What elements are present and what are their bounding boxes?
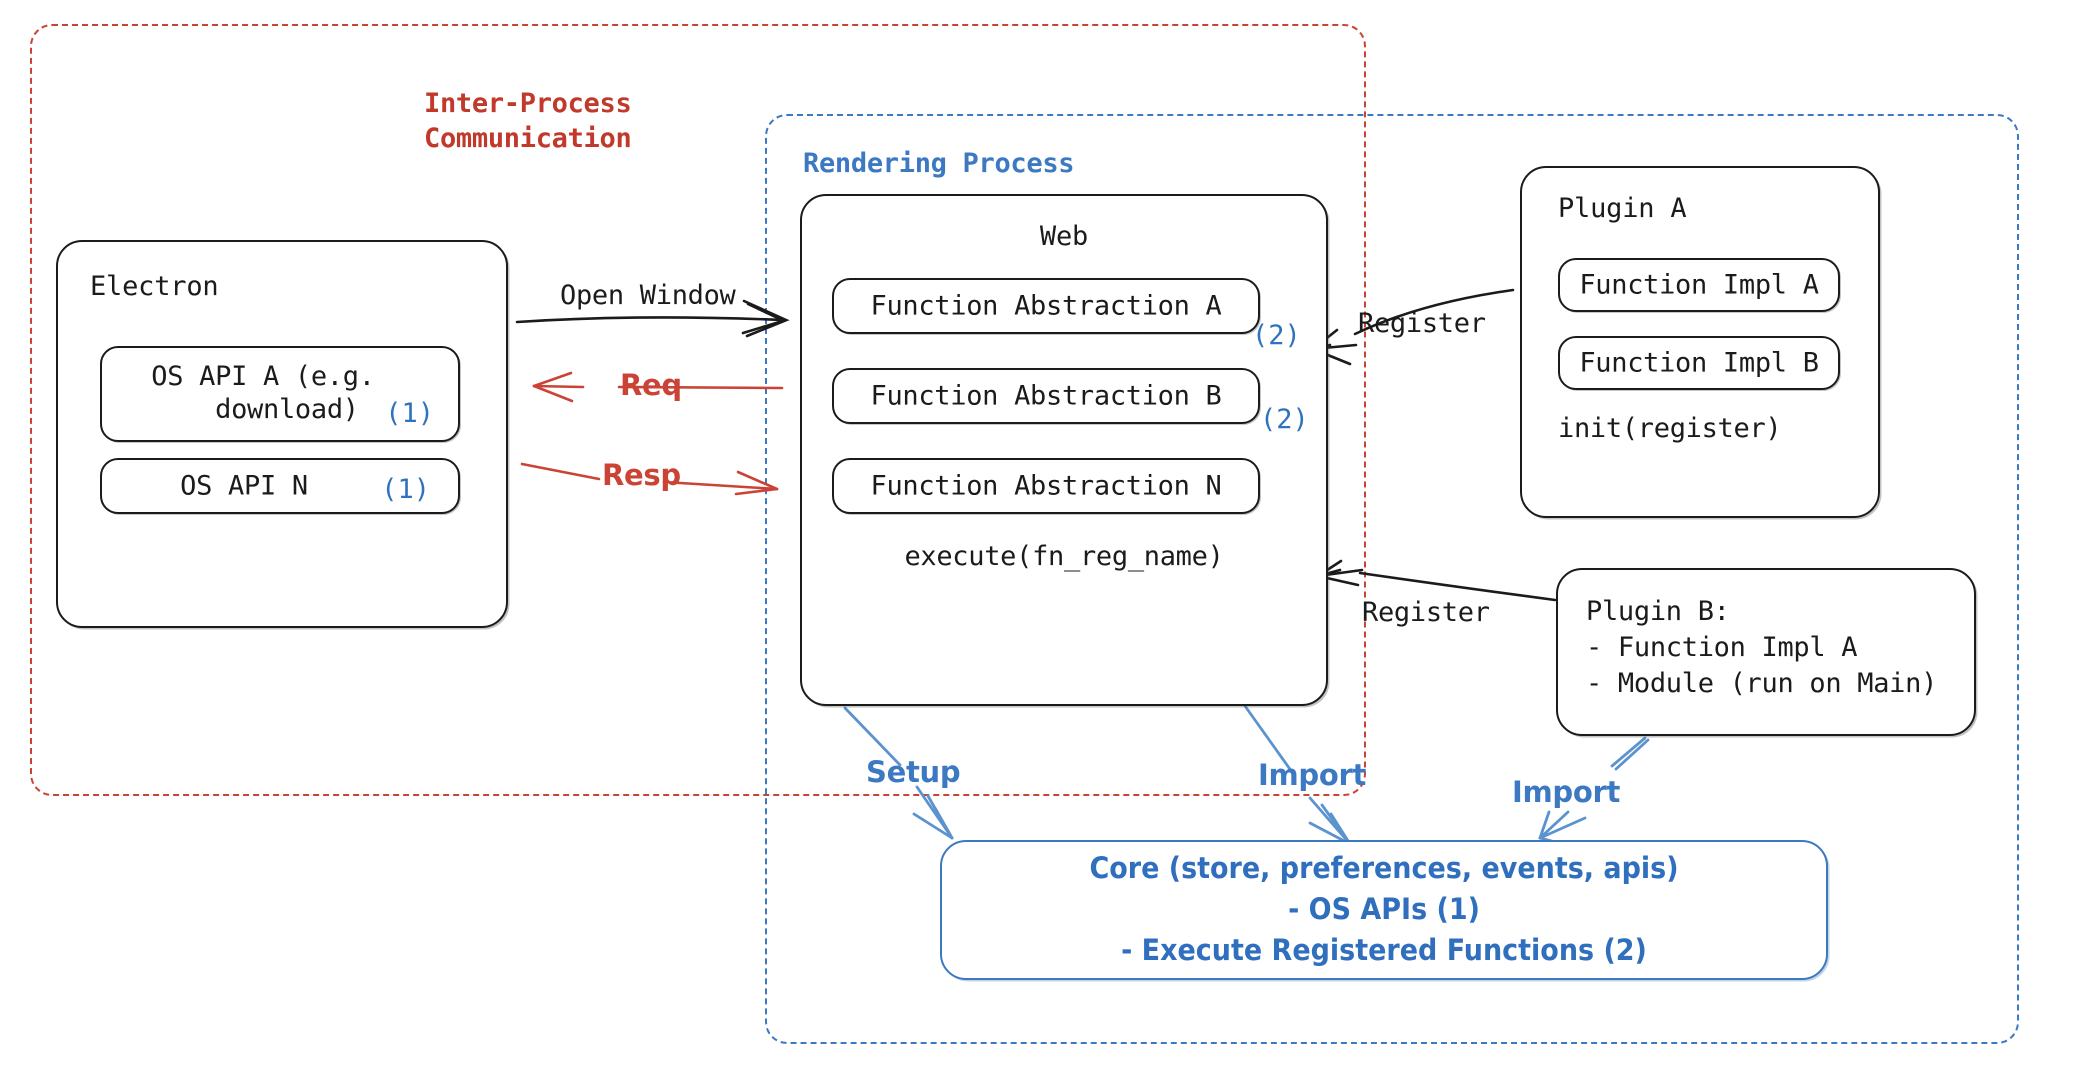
region-title-rendering-process: Rendering Process — [803, 148, 1075, 179]
function-impl-b-label: Function Impl B — [1579, 347, 1819, 379]
os-api-a-badge: (1) — [385, 398, 434, 429]
function-abstraction-n-label: Function Abstraction N — [870, 470, 1222, 502]
function-abstraction-a-box[interactable]: Function Abstraction A — [832, 278, 1260, 334]
function-abstraction-n-box[interactable]: Function Abstraction N — [832, 458, 1260, 514]
electron-caption: Electron — [90, 271, 219, 302]
function-abstraction-b-label: Function Abstraction B — [870, 380, 1222, 412]
os-api-a-label: OS API A (e.g. download) — [151, 361, 375, 425]
region-title-ipc: Inter-Process Communication — [424, 88, 632, 155]
core-lines: Core (store, preferences, events, apis) … — [1089, 851, 1679, 968]
edge-label-register-plugin-b: Register — [1362, 597, 1490, 628]
electron-box[interactable]: Electron OS API A (e.g. download) (1) OS… — [56, 240, 508, 628]
plugin-b-lines: Plugin B: - Function Impl A - Module (ru… — [1586, 596, 1938, 700]
region-inter-process-communication — [30, 24, 1366, 796]
function-abstraction-a-label: Function Abstraction A — [870, 290, 1222, 322]
function-abstraction-b-badge: (2) — [1260, 404, 1309, 435]
plugin-b-box[interactable]: Plugin B: - Function Impl A - Module (ru… — [1556, 568, 1976, 736]
edge-label-import-plugin-b: Import — [1512, 775, 1621, 809]
edge-label-req: Req — [620, 368, 682, 402]
os-api-n-box[interactable]: OS API N (1) — [100, 458, 460, 514]
edge-label-register-plugin-a: Register — [1358, 308, 1486, 339]
edge-label-resp: Resp — [602, 458, 681, 492]
core-box[interactable]: Core (store, preferences, events, apis) … — [940, 840, 1828, 980]
edge-label-open-window: Open Window — [560, 280, 736, 311]
web-caption: Web — [1039, 221, 1089, 252]
os-api-n-label: OS API N — [180, 470, 308, 502]
function-impl-a-box[interactable]: Function Impl A — [1558, 258, 1840, 312]
plugin-a-caption: Plugin A — [1558, 193, 1687, 224]
os-api-n-badge: (1) — [381, 474, 430, 505]
web-execute-method: execute(fn_reg_name) — [904, 541, 1224, 572]
web-box[interactable]: Web Function Abstraction A Function Abst… — [800, 194, 1328, 706]
edge-label-setup: Setup — [866, 755, 961, 789]
region-rendering-process — [765, 114, 2019, 1044]
os-api-a-box[interactable]: OS API A (e.g. download) (1) — [100, 346, 460, 442]
plugin-a-init-method: init(register) — [1558, 413, 1782, 444]
function-impl-a-label: Function Impl A — [1579, 269, 1819, 301]
edge-label-import-web: Import — [1258, 758, 1367, 792]
function-abstraction-a-badge: (2) — [1252, 320, 1301, 351]
function-abstraction-b-box[interactable]: Function Abstraction B — [832, 368, 1260, 424]
function-impl-b-box[interactable]: Function Impl B — [1558, 336, 1840, 390]
plugin-a-box[interactable]: Plugin A Function Impl A Function Impl B… — [1520, 166, 1880, 518]
